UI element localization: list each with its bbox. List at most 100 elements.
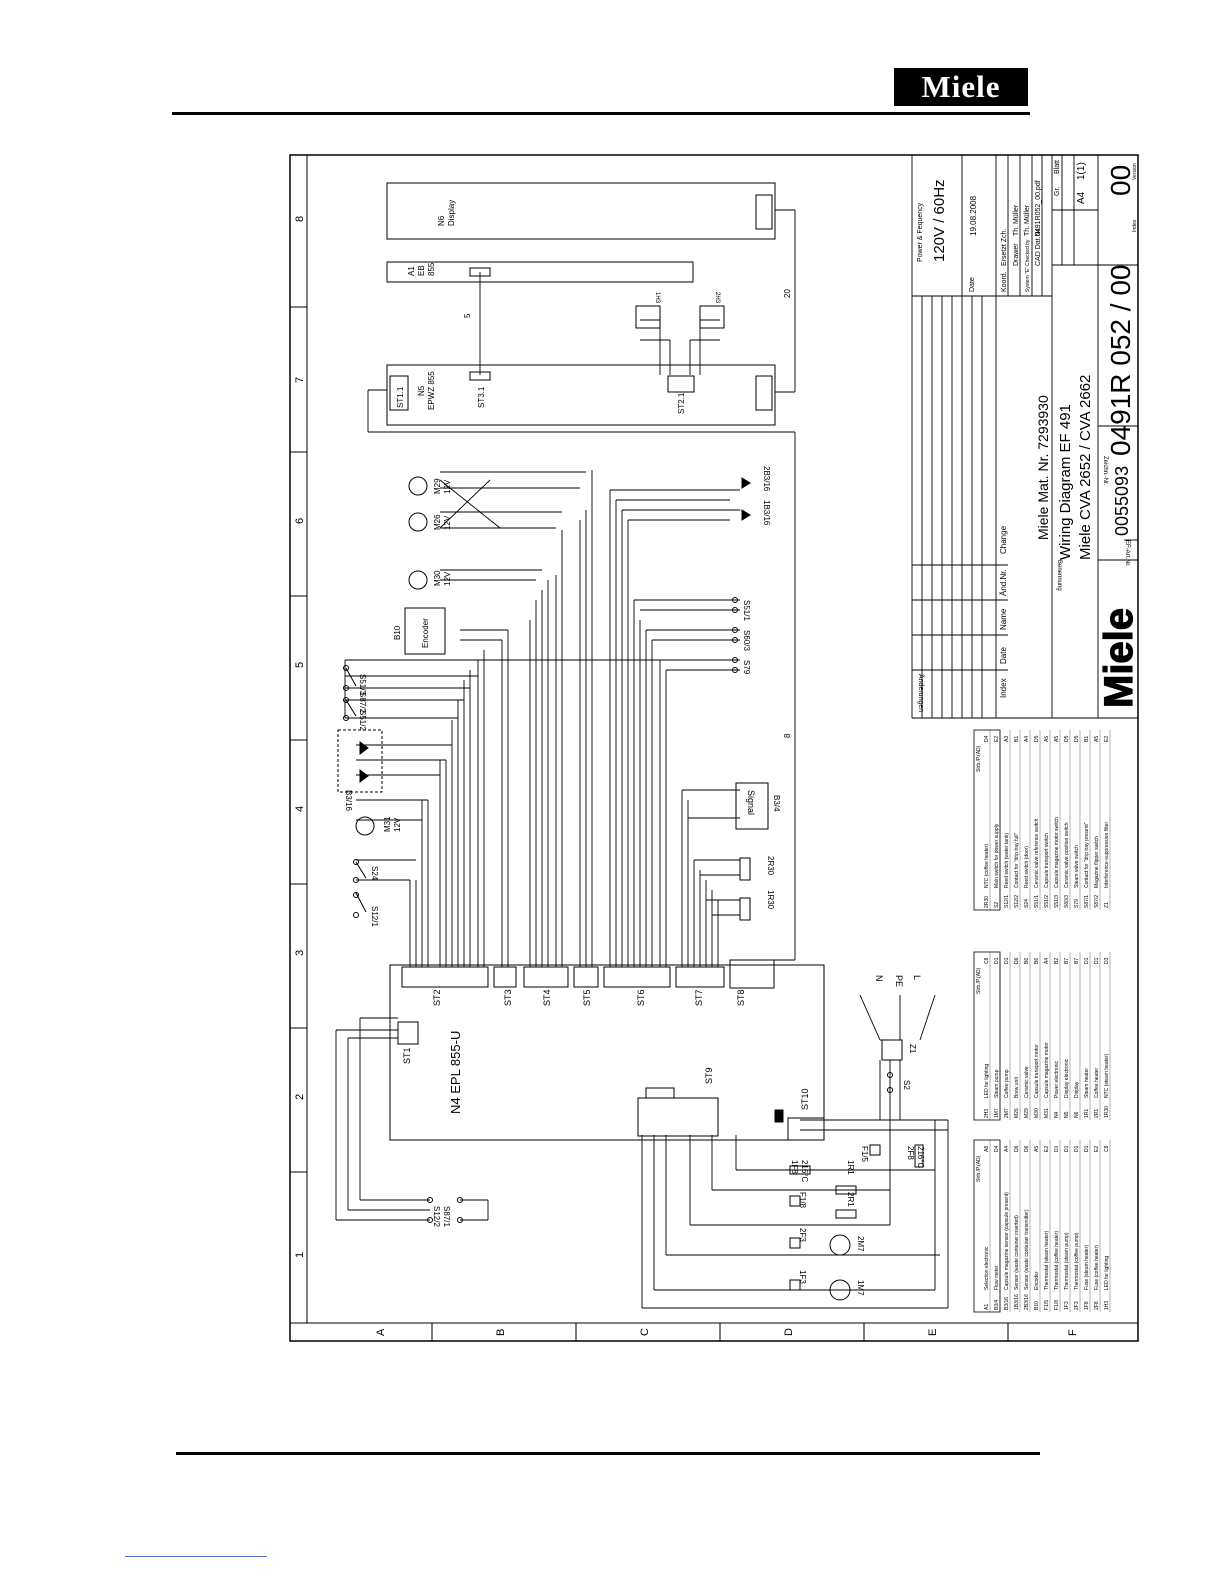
legend-code: 1M7 [994, 1108, 1000, 1118]
legend-code: B3/4 [994, 1299, 1000, 1310]
n5-sub-label: EPWZ 855 [427, 371, 436, 410]
date-value: 19.08.2008 [969, 195, 978, 236]
title-line2: Miele CVA 2652 / CVA 2662 [1077, 375, 1094, 560]
m26-voltage: 12V [443, 515, 452, 530]
s12-1-label: S12/1 [370, 906, 379, 927]
date-label: Date [969, 277, 976, 292]
m29-label: M29 [433, 478, 442, 494]
st6-label: ST6 [636, 989, 646, 1006]
legend-col-header: Strb./P.(AD) [976, 1155, 982, 1182]
n6-sub-label: Display [447, 200, 456, 226]
s51-2-label: S51/2 [358, 710, 367, 731]
legend-code: B10 [1034, 1301, 1040, 1310]
legend-description: Contact for "drip tray present" [1084, 822, 1090, 888]
st8-label: ST8 [736, 989, 746, 1006]
col-label-7: 7 [294, 377, 306, 383]
s24-label: S24 [370, 866, 379, 881]
m29-voltage: 12V [443, 479, 452, 494]
st2-1-label: ST2.1 [677, 392, 686, 414]
legend-position: B7 [1074, 958, 1080, 964]
m7-1-label: 1M7 [856, 1280, 865, 1296]
legend-description: Fuse (steam heater) [1084, 1245, 1090, 1290]
legend-position: E2 [1104, 736, 1110, 742]
version-label: Version [1132, 163, 1138, 180]
row-label-b: B [495, 1329, 507, 1336]
s12-2-label: S12/2 [432, 1206, 441, 1227]
legend-description: Coffee pump [1004, 1069, 1010, 1098]
blatt-value: 1(1) [1076, 162, 1087, 180]
col-label-1: 1 [294, 1252, 306, 1258]
f1-8-label: F1/8 [798, 1192, 807, 1209]
legend-code: 2M7 [1004, 1108, 1010, 1118]
legend-position: E2 [1094, 1146, 1100, 1152]
legend-code: S51/3 [1054, 895, 1060, 908]
legend-position: D4 [984, 735, 990, 742]
b3-16-1-label: 1B3/16 [762, 500, 771, 526]
col-label-8: 8 [294, 216, 306, 222]
f1-8b-temp: 216°C [800, 1160, 809, 1183]
changes-header-and: Änd.Nr. [999, 569, 1008, 596]
legend-code: N6 [1074, 1111, 1080, 1118]
legend-position: D1 [1054, 1145, 1060, 1152]
gr-value: A4 [1076, 191, 1087, 204]
drawer-label: Drawer [1013, 243, 1020, 266]
m26-label: M26 [433, 514, 442, 530]
st9-label: ST9 [704, 1067, 714, 1084]
st3-1-label: ST3.1 [477, 386, 486, 408]
legend-code: N5 [1064, 1111, 1070, 1118]
col-label-4: 4 [294, 806, 306, 812]
changes-header-name: Name [999, 608, 1008, 630]
h1-label: 1H3 [654, 292, 660, 304]
ef-label: EF-Art.Nr. [1124, 540, 1130, 567]
row-label-e: E [927, 1329, 939, 1336]
changes-header-index: Index [999, 678, 1008, 698]
legend-description: Sensor (waste container inserted) [1014, 1215, 1020, 1290]
legend-position: D6 [1014, 1145, 1020, 1152]
blatt-label: Blatt [1054, 160, 1061, 174]
row-label-f: F [1067, 1329, 1079, 1336]
m30-label: M30 [433, 570, 442, 586]
legend-code: 2H3 [984, 1109, 990, 1118]
legend-description: Power electronic [1054, 1061, 1060, 1098]
legend-description: LED for lighting [984, 1064, 990, 1098]
legend-description: Display electronic [1064, 1058, 1070, 1098]
legend-position: A4 [1004, 1146, 1010, 1152]
title-block-frame [911, 155, 1138, 719]
zeich-label: Zeichn.-Nr. [1102, 456, 1108, 486]
version-value: 00 [1105, 165, 1136, 196]
legend-description: Ceramic valve position switch [1064, 822, 1070, 888]
drawing-frame [289, 154, 1139, 1342]
a1-label: A1 [407, 266, 416, 276]
legend-position: D1 [1084, 1145, 1090, 1152]
legend-code: 2R1 [1094, 1109, 1100, 1118]
s87-1-label: S87/1 [442, 1206, 451, 1227]
legend-description: Selection electronic [984, 1246, 990, 1290]
f1-5-label: F1/5 [860, 1146, 869, 1163]
legend-description: Capsule magazine motor [1044, 1042, 1050, 1098]
legend-col-header: Strb./P.(AD) [976, 745, 982, 772]
header-rule [172, 112, 1030, 115]
cad-value: 0491R052_00.pdf [1035, 180, 1042, 236]
legend-description: Main switch for power supply [994, 823, 1000, 888]
legend-description: Magazine flipper switch [1094, 836, 1100, 888]
legend-description: Fuse (coffee heater) [1094, 1245, 1100, 1290]
legend-tables-frame [973, 729, 1001, 1313]
legend-position: B6 [1024, 958, 1030, 964]
legend-position: B7 [1064, 958, 1070, 964]
legend-code: S60/3 [1064, 895, 1070, 908]
legend-position: C8 [984, 957, 990, 964]
m31-label: M31 [383, 816, 392, 832]
legend-position: A3 [1004, 736, 1010, 742]
a1-sub1: EB [417, 265, 426, 276]
legend-code: 2F3 [1074, 1301, 1080, 1310]
legend-description: Capsule magazine sensor (capsule present… [1004, 1192, 1010, 1290]
st2-label: ST2 [432, 989, 442, 1006]
h2-label: 2H3 [714, 292, 720, 304]
n5-label: N5 [417, 385, 426, 396]
legend-code: 1H3 [1104, 1301, 1110, 1310]
legend-description: Flow meter [994, 1265, 1000, 1290]
legend-description: Steam heater [1084, 1068, 1090, 1098]
